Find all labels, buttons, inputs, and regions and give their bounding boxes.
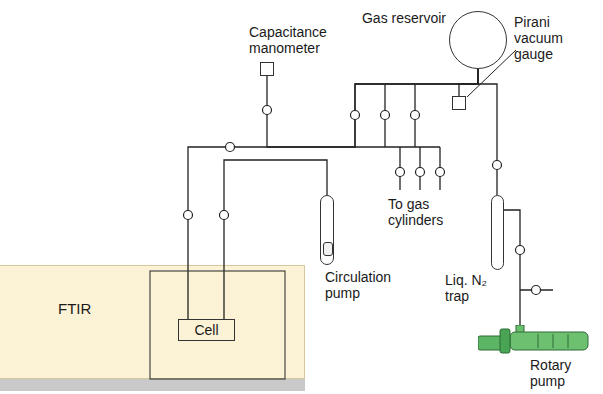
valve	[381, 111, 390, 120]
pipe	[355, 146, 440, 147]
label-holder: Cell	[179, 320, 234, 340]
pump-rotor	[323, 242, 333, 256]
circulation-pump: Circulation pump	[320, 195, 334, 265]
manometer-box: Capacitance manometer	[260, 62, 274, 76]
cell-label: Cell	[194, 322, 218, 338]
label-holder: Rotary pump	[530, 357, 586, 390]
label-holder: To gas cylinders	[388, 196, 468, 229]
label-holder: Pirani vacuum gauge	[514, 14, 602, 63]
valve	[263, 106, 272, 115]
pipe-connector	[478, 69, 497, 195]
label-holder: Liq. N₂ trap	[445, 272, 501, 305]
port-label: To gas cylinders	[388, 196, 468, 228]
valve	[396, 168, 405, 177]
valve	[516, 246, 525, 255]
pipe-connector	[267, 69, 478, 147]
pump-part	[478, 336, 502, 350]
valve	[436, 168, 445, 177]
gas-cell: Cell	[178, 319, 235, 341]
label-holder: FTIR	[58, 300, 91, 318]
pump-part	[500, 329, 510, 353]
manometer-label: Capacitance manometer	[249, 24, 341, 56]
pump-label: Circulation pump	[325, 269, 409, 301]
valve	[416, 168, 425, 177]
valve	[351, 111, 360, 120]
reservoir-label: Gas reservoir	[362, 10, 446, 26]
valve	[220, 211, 229, 220]
gas-reservoir: Gas reservoir	[449, 11, 507, 69]
rotary-pump: Rotary pump	[478, 325, 590, 355]
ftir-instrument: FTIR Cell	[0, 265, 305, 379]
gauge-label: Pirani vacuum gauge	[514, 14, 602, 62]
valve	[493, 161, 502, 170]
label-holder: Gas reservoir	[362, 9, 446, 27]
valve	[411, 111, 420, 120]
pirani-gauge-box: Pirani vacuum gauge	[452, 96, 466, 110]
cold-trap: Liq. N₂ trap	[491, 195, 504, 270]
pipe-connector	[504, 210, 520, 325]
trap-label: Liq. N₂ trap	[445, 272, 501, 304]
label-holder: Capacitance manometer	[249, 24, 341, 57]
pump-part	[510, 332, 588, 350]
valve	[226, 143, 235, 152]
label-holder: Circulation pump	[325, 269, 409, 302]
pump-part	[538, 334, 539, 348]
valve	[532, 286, 541, 295]
pump-part	[553, 334, 554, 348]
rotary-pump-symbol	[478, 325, 590, 355]
pipe-connector	[459, 69, 478, 96]
valve	[184, 211, 193, 220]
instrument-base	[0, 379, 305, 391]
pump-part	[568, 334, 569, 348]
pump-label: Rotary pump	[530, 357, 586, 389]
instrument-label: FTIR	[58, 301, 91, 317]
